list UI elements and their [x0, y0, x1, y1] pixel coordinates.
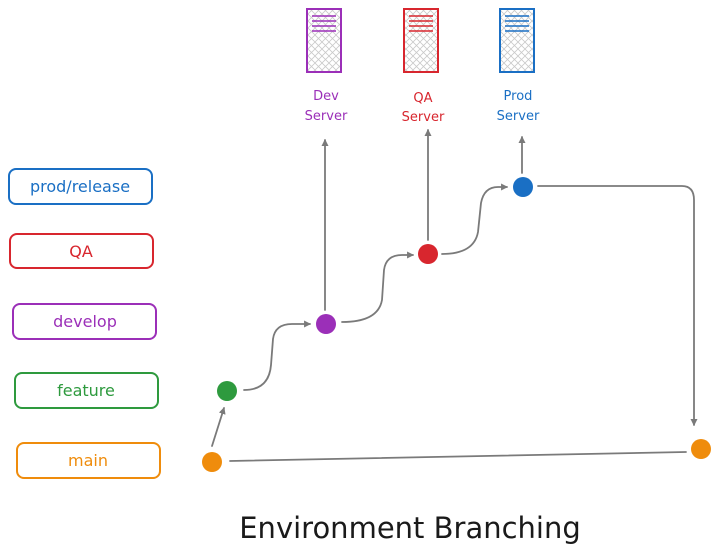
- commit-node-feature: [217, 381, 237, 401]
- qa-server: QA Server: [402, 8, 445, 125]
- dev-server-label-line2: Server: [305, 109, 348, 124]
- dev-server: Dev Server: [305, 8, 348, 124]
- prod-server: Prod Server: [497, 8, 540, 124]
- commit-node-prod: [513, 177, 533, 197]
- branch-label-prod-release: prod/release: [8, 168, 153, 205]
- dev-server-label-line1: Dev: [313, 89, 339, 104]
- server-icon: [306, 8, 342, 73]
- branch-label-develop: develop: [12, 303, 157, 340]
- commit-node-main-start: [202, 452, 222, 472]
- branch-label-qa: QA: [9, 233, 154, 269]
- server-icon: [499, 8, 535, 73]
- commit-node-qa: [418, 244, 438, 264]
- prod-server-label-line1: Prod: [504, 89, 533, 104]
- branch-label-main-text: main: [68, 451, 108, 470]
- branch-label-prod-release-text: prod/release: [30, 177, 130, 196]
- diagram-title: Environment Branching: [239, 511, 581, 545]
- branch-label-main: main: [16, 442, 161, 479]
- connector-develop-to-qa: [341, 251, 415, 323]
- branch-label-feature: feature: [14, 372, 159, 409]
- arrow-main-to-feature: [211, 406, 226, 447]
- branch-label-qa-text: QA: [69, 242, 93, 261]
- branch-label-feature-text: feature: [57, 381, 115, 400]
- commit-node-main-end: [691, 439, 711, 459]
- branch-label-develop-text: develop: [53, 312, 117, 331]
- connector-feature-to-develop: [243, 320, 312, 391]
- connector-qa-to-prod: [441, 183, 509, 255]
- qa-server-label-line2: Server: [402, 110, 445, 125]
- server-icon: [403, 8, 439, 73]
- qa-server-label-line1: QA: [413, 91, 432, 106]
- prod-server-label-line2: Server: [497, 109, 540, 124]
- commit-node-develop: [316, 314, 336, 334]
- connector-main-line: [229, 451, 687, 462]
- connector-prod-to-main: [537, 185, 698, 427]
